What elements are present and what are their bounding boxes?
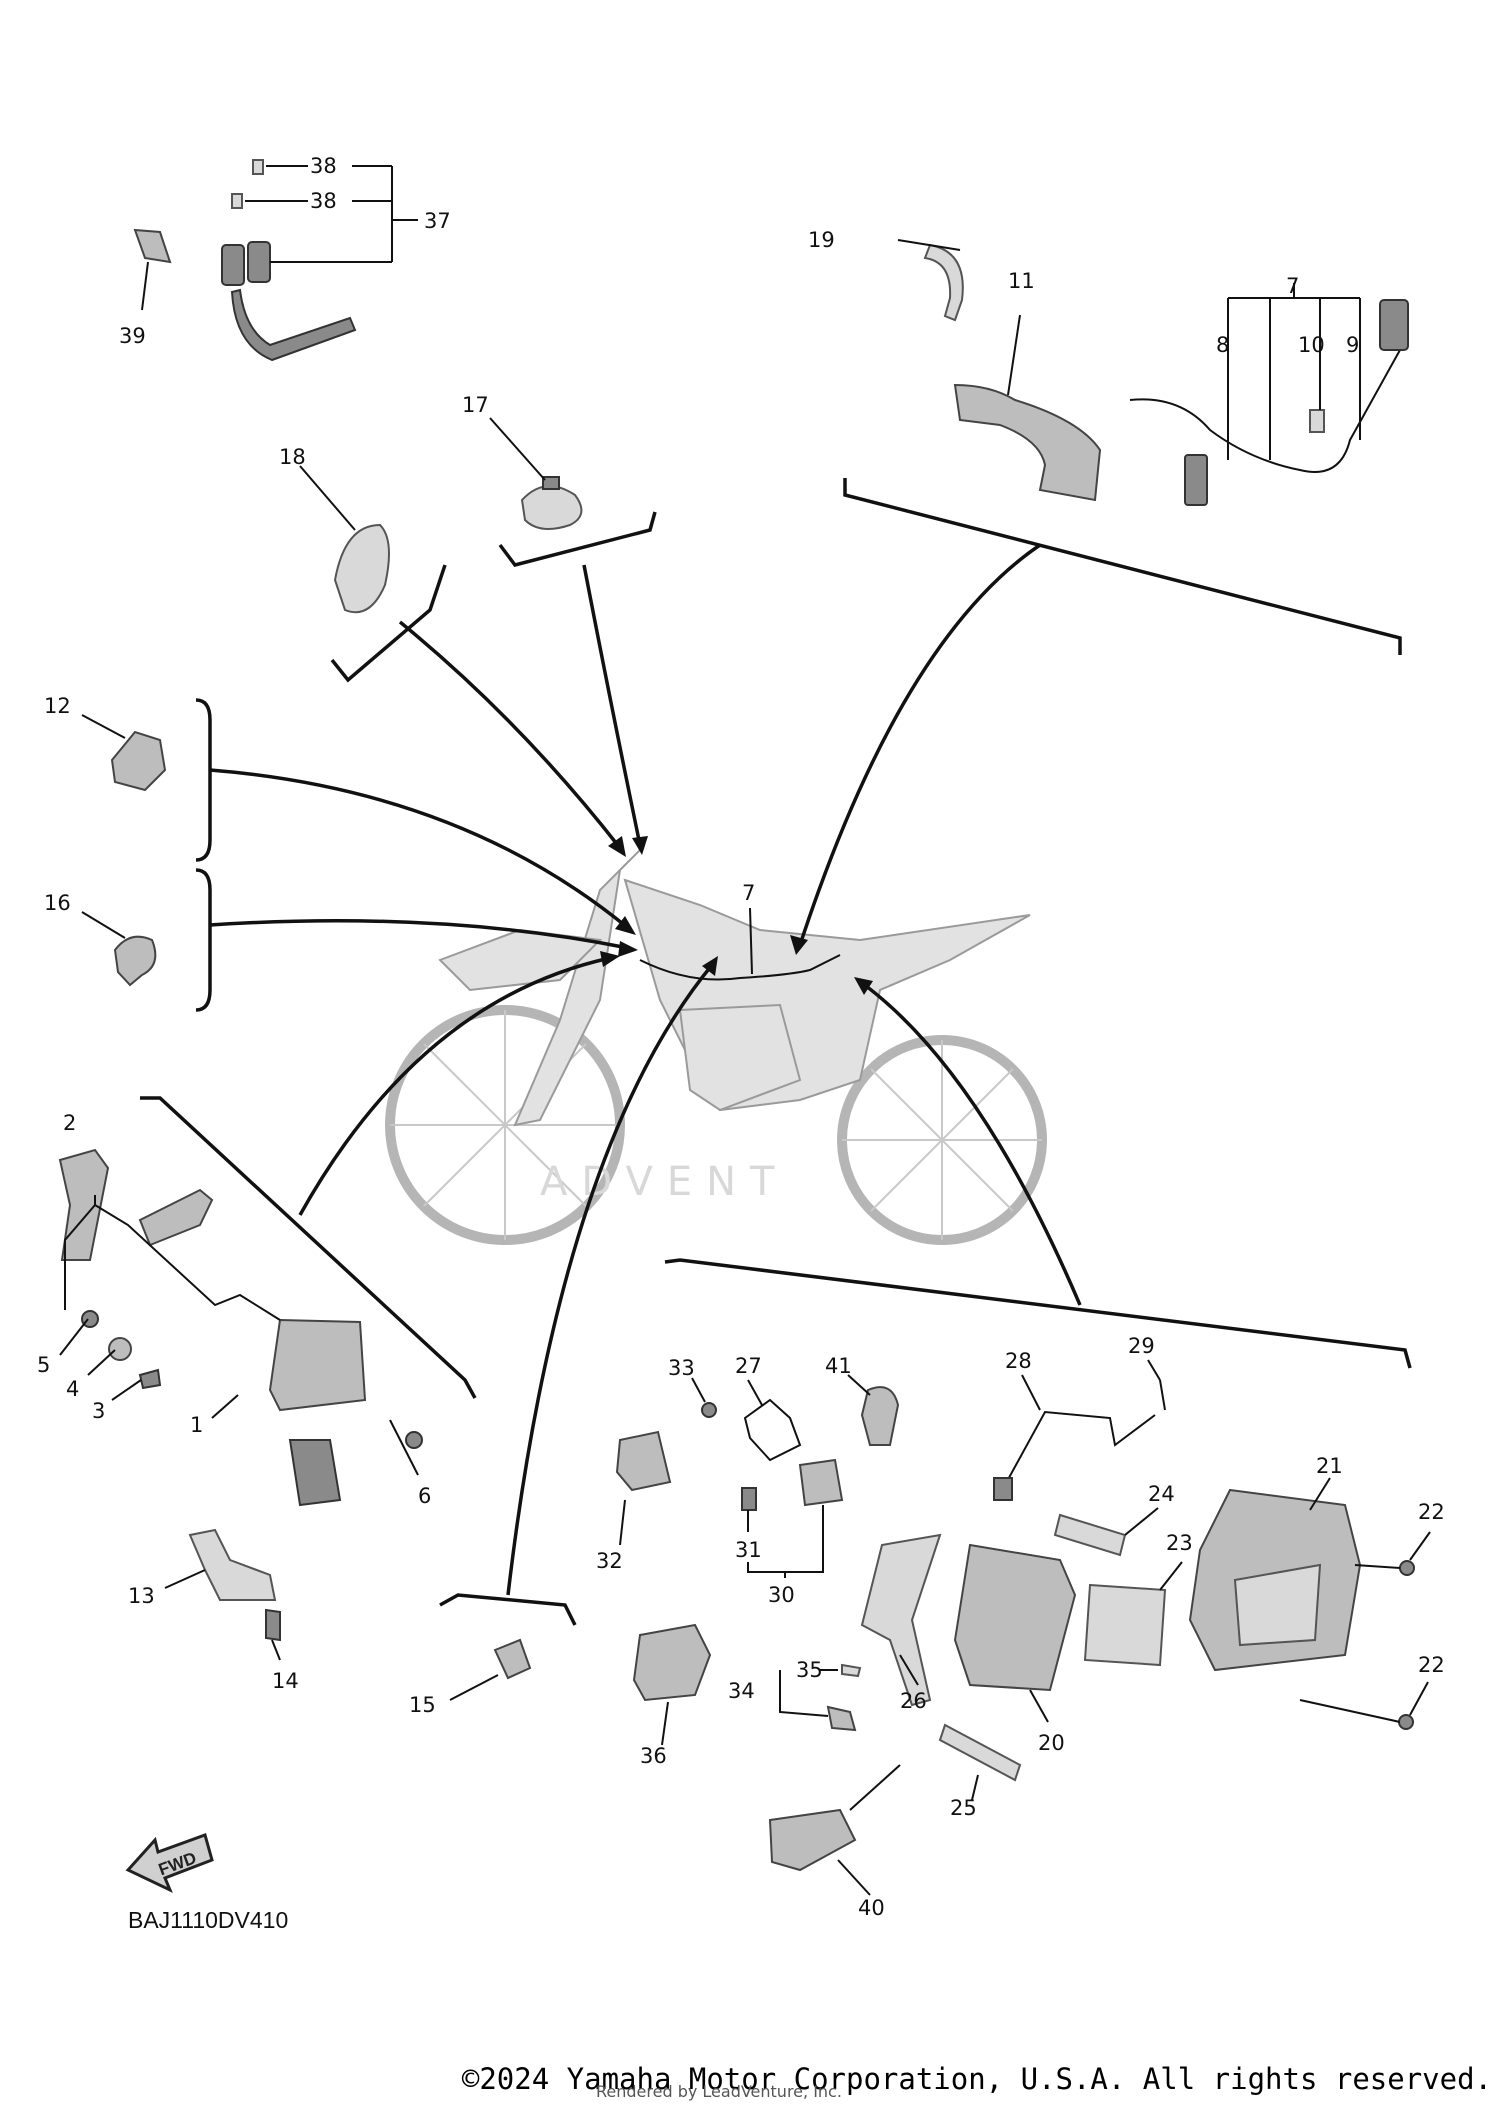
callout-26: 26 [900, 1689, 927, 1713]
callout-9: 9 [1346, 333, 1359, 357]
copyright-notice: ©2024 Yamaha Motor Corporation, U.S.A. A… [461, 2062, 1492, 2096]
callout-10: 10 [1298, 333, 1325, 357]
part-15-sensor [493, 1638, 532, 1680]
callout-20: 20 [1038, 1731, 1065, 1755]
part-28-connector [993, 1477, 1013, 1501]
part-6-bolt [405, 1431, 423, 1449]
part-4-washer [108, 1337, 132, 1361]
part-3-bolt [138, 1368, 162, 1390]
callout-22b: 22 [1418, 1653, 1445, 1677]
part-31-fuse [741, 1487, 757, 1511]
part-28-lead [1004, 1410, 1156, 1486]
part-40-switch [768, 1808, 857, 1872]
callout-29: 29 [1128, 1334, 1155, 1358]
part-21-window [1233, 1563, 1322, 1647]
callout-1: 1 [190, 1413, 203, 1437]
part-7-wire-harness [1129, 299, 1409, 506]
part-41-clamp [860, 1386, 900, 1446]
callout-38b: 38 [310, 189, 337, 213]
part-20-battery [953, 1543, 1077, 1692]
part-16-sensor [113, 935, 157, 987]
rendered-by-note: Rendered by LeadVenture, Inc. [596, 2082, 842, 2101]
callout-12: 12 [44, 694, 71, 718]
callout-4: 4 [66, 1377, 79, 1401]
part-39-bracket [133, 228, 172, 264]
watermark-text: ADVENT [540, 1159, 788, 1205]
callout-3: 3 [92, 1399, 105, 1423]
part-19-clamp [923, 243, 964, 322]
part-22b-bolt [1398, 1714, 1414, 1730]
callout-11: 11 [1008, 269, 1035, 293]
callout-37: 37 [424, 209, 451, 233]
callout-6: 6 [418, 1484, 431, 1508]
part-2-bracket-a [58, 1148, 110, 1261]
fwd-arrow-icon: FWD [125, 1833, 214, 1894]
callout-7: 7 [1286, 274, 1299, 298]
callout-34: 34 [728, 1679, 755, 1703]
part-29-screw [1159, 1379, 1166, 1411]
callout-7-main: 7 [742, 881, 755, 905]
callout-28: 28 [1005, 1349, 1032, 1373]
callout-5: 5 [37, 1353, 50, 1377]
part-35-fuse [841, 1663, 862, 1678]
callout-17: 17 [462, 393, 489, 417]
part-13-bracket [188, 1528, 277, 1601]
motorcycle-illustration: ADVENT [385, 849, 1047, 1245]
callout-33: 33 [668, 1356, 695, 1380]
callout-19: 19 [808, 228, 835, 252]
callout-2: 2 [63, 1111, 76, 1135]
callout-22a: 22 [1418, 1500, 1445, 1524]
part-37-wire-lead [221, 241, 357, 362]
callout-36: 36 [640, 1744, 667, 1768]
callout-21: 21 [1316, 1454, 1343, 1478]
part-14-bolt [265, 1608, 281, 1642]
part-24-strip [1053, 1513, 1127, 1557]
part-1-coupler [288, 1439, 342, 1507]
callout-15: 15 [409, 1693, 436, 1717]
callout-25: 25 [950, 1796, 977, 1820]
callout-18: 18 [279, 445, 306, 469]
part-38a-terminal [252, 159, 264, 175]
callout-16: 16 [44, 891, 71, 915]
diagram-code: BAJ1110DV410 [128, 1907, 288, 1933]
callout-13: 13 [128, 1584, 155, 1608]
part-25-strip [938, 1723, 1022, 1782]
callout-24: 24 [1148, 1482, 1175, 1506]
part-36-relay [632, 1623, 712, 1702]
part-12-switch [110, 730, 167, 792]
part-26-band [860, 1533, 942, 1707]
part-38b-terminal [231, 193, 243, 209]
part-11-cover [953, 383, 1102, 502]
part-2-bracket-b [138, 1188, 214, 1247]
part-22a-bolt [1399, 1560, 1415, 1576]
callout-40: 40 [858, 1896, 885, 1920]
part-18-clamp [333, 523, 390, 614]
callout-31: 31 [735, 1538, 762, 1562]
part-17-tab [542, 476, 560, 490]
part-30-fuse-box [798, 1458, 844, 1507]
part-27-lead [743, 1398, 802, 1462]
callout-41: 41 [825, 1354, 852, 1378]
callout-27: 27 [735, 1354, 762, 1378]
callout-30: 30 [768, 1583, 795, 1607]
part-17-clamp [520, 485, 583, 530]
callout-35: 35 [796, 1658, 823, 1682]
part-33-screw [701, 1402, 717, 1418]
part-23-pad [1083, 1583, 1167, 1667]
callout-39: 39 [119, 324, 146, 348]
part-32-relay [615, 1430, 672, 1492]
callout-32: 32 [596, 1549, 623, 1573]
part-1-regulator [268, 1318, 367, 1412]
callout-38a: 38 [310, 154, 337, 178]
callout-8: 8 [1216, 333, 1229, 357]
part-34-fuse-holder [826, 1705, 857, 1732]
callout-23: 23 [1166, 1531, 1193, 1555]
callout-14: 14 [272, 1669, 299, 1693]
